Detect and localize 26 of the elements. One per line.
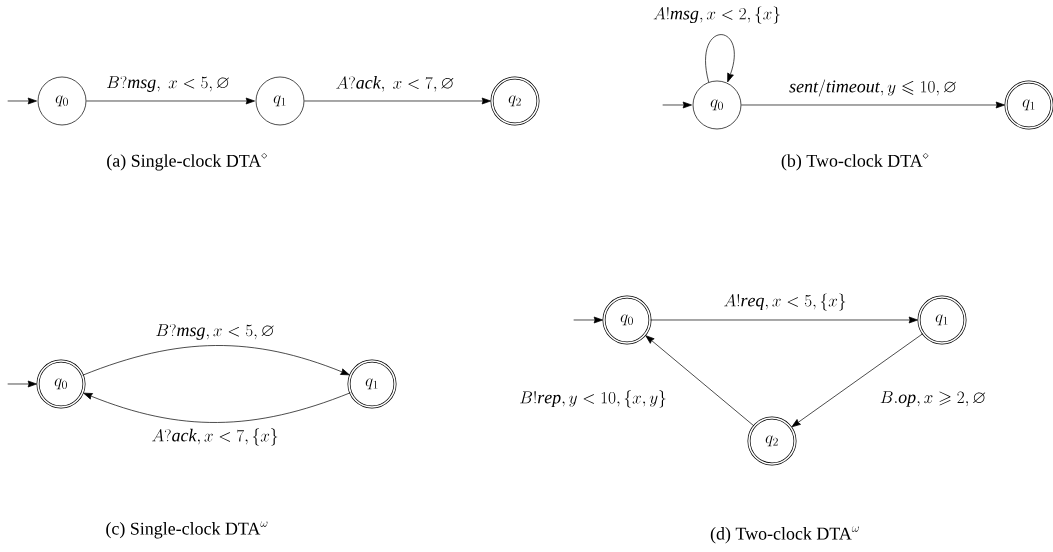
initial-arrow <box>7 97 37 105</box>
edge-label: $B!\mathit{rep},y<10,\{x,y\}$ <box>518 389 668 409</box>
transition-arrow <box>645 335 755 427</box>
edge-label: $\mathit{sent}/\mathit{timeout},y\leqslant 10,\varnothing$ <box>788 78 958 98</box>
initial-arrow <box>573 316 603 324</box>
subfigure-caption: $\text{(c) Single-clock DTA}^{\omega}$ <box>106 521 268 539</box>
subfigure-caption: $\text{(a) Single-clock DTA}^{\diamond}$ <box>107 152 268 171</box>
edge-label: $B.\mathit{op},x\geqslant 2,\varnothing$ <box>878 390 988 408</box>
transition-arrow <box>791 333 924 428</box>
edge-label: $A?\mathit{ack},\ x<7,\varnothing$ <box>334 75 456 93</box>
transition-arrow <box>86 97 255 105</box>
edge-label: $B?\mathit{msg},\ x<5,\varnothing$ <box>105 75 231 93</box>
subfigure-caption: $\text{(b) Two-clock DTA}^{\diamond}$ <box>781 153 929 171</box>
transition-arrow <box>83 392 351 423</box>
edge-label: $A?\mathit{ack},x<7,\{x\}$ <box>150 427 280 447</box>
subfigure-caption: $\text{(d) Two-clock DTA}^{\omega}$ <box>710 526 859 544</box>
transition-arrow <box>82 345 350 376</box>
initial-arrow <box>7 380 37 388</box>
initial-arrow <box>662 101 692 109</box>
self-loop-arrow <box>705 34 735 83</box>
transition-arrow <box>741 101 1005 109</box>
transition-arrow <box>650 316 918 324</box>
edge-label: $A!\mathit{msg},x<2,\{x\}$ <box>652 5 782 25</box>
edge-label: $A!\mathit{req},x<5,\{x\}$ <box>722 292 848 312</box>
transition-arrow <box>304 97 491 105</box>
edge-label: $B?\mathit{msg},x<5,\varnothing$ <box>154 323 276 341</box>
